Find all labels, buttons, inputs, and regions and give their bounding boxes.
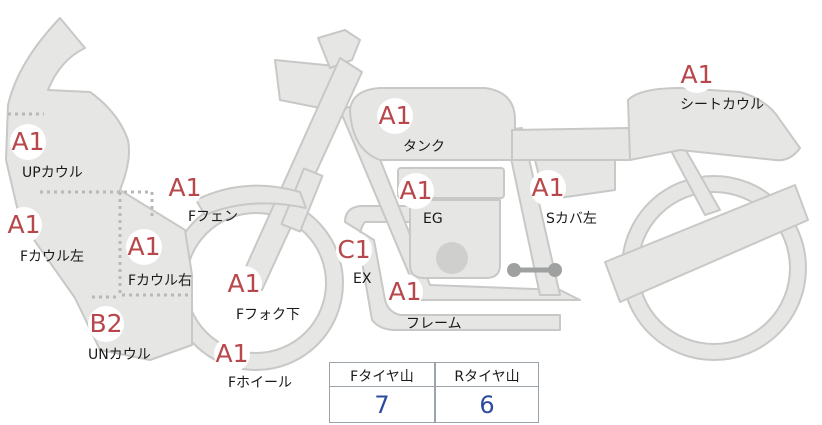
grade-badge-f-cowl-right: A1	[126, 229, 162, 265]
part-label-f-cowl-right: Fカウル右	[128, 273, 193, 289]
grade-badge-exhaust: C1	[336, 232, 372, 268]
part-label-f-wheel: Fホイール	[228, 375, 293, 391]
grade-badge-frame: A1	[387, 274, 423, 310]
rear-tread-value: 6	[479, 391, 495, 419]
swingarm	[604, 184, 809, 303]
part-label-engine: EG	[423, 211, 443, 227]
grade-badge-f-wheel: A1	[214, 336, 250, 372]
front-tread-value: 7	[374, 391, 390, 419]
exhaust-pipe	[344, 205, 561, 331]
grade-badge-f-cowl-left: A1	[6, 207, 42, 243]
grade-badge-side-cover-left: A1	[530, 170, 566, 206]
part-label-exhaust: EX	[353, 271, 372, 287]
front-fender	[195, 184, 307, 216]
grade-badge-engine: A1	[398, 173, 434, 209]
part-label-tank: タンク	[403, 139, 445, 155]
part-label-f-cowl-left: Fカウル左	[20, 249, 85, 265]
part-label-f-fork-lower: Fフォク下	[236, 307, 301, 323]
grade-badge-un-cowl: B2	[88, 306, 124, 342]
grade-badge-up-cowl: A1	[10, 124, 46, 160]
part-label-frame: フレーム	[406, 316, 462, 332]
front-tread-header: Fタイヤ山	[350, 369, 414, 385]
grade-badge-tank: A1	[377, 98, 413, 134]
grade-badge-seat-cowl: A1	[679, 57, 715, 93]
part-label-f-fender: Fフェン	[188, 209, 239, 225]
seat-cowl-shape	[627, 87, 801, 162]
tread-table-divider	[434, 363, 436, 422]
grade-badge-f-fender: A1	[167, 170, 203, 206]
part-label-un-cowl: UNカウル	[88, 347, 151, 363]
rear-tread-header: Rタイヤ山	[454, 369, 520, 385]
grade-badge-f-fork-lower: A1	[226, 266, 262, 302]
seat	[511, 127, 631, 161]
part-label-seat-cowl: シートカウル	[680, 97, 764, 113]
part-label-side-cover-left: Sカバ左	[546, 211, 597, 227]
fairing	[5, 17, 193, 361]
part-label-up-cowl: UPカウル	[22, 165, 83, 181]
tire-tread-table: Fタイヤ山 Rタイヤ山 7 6	[329, 362, 539, 423]
